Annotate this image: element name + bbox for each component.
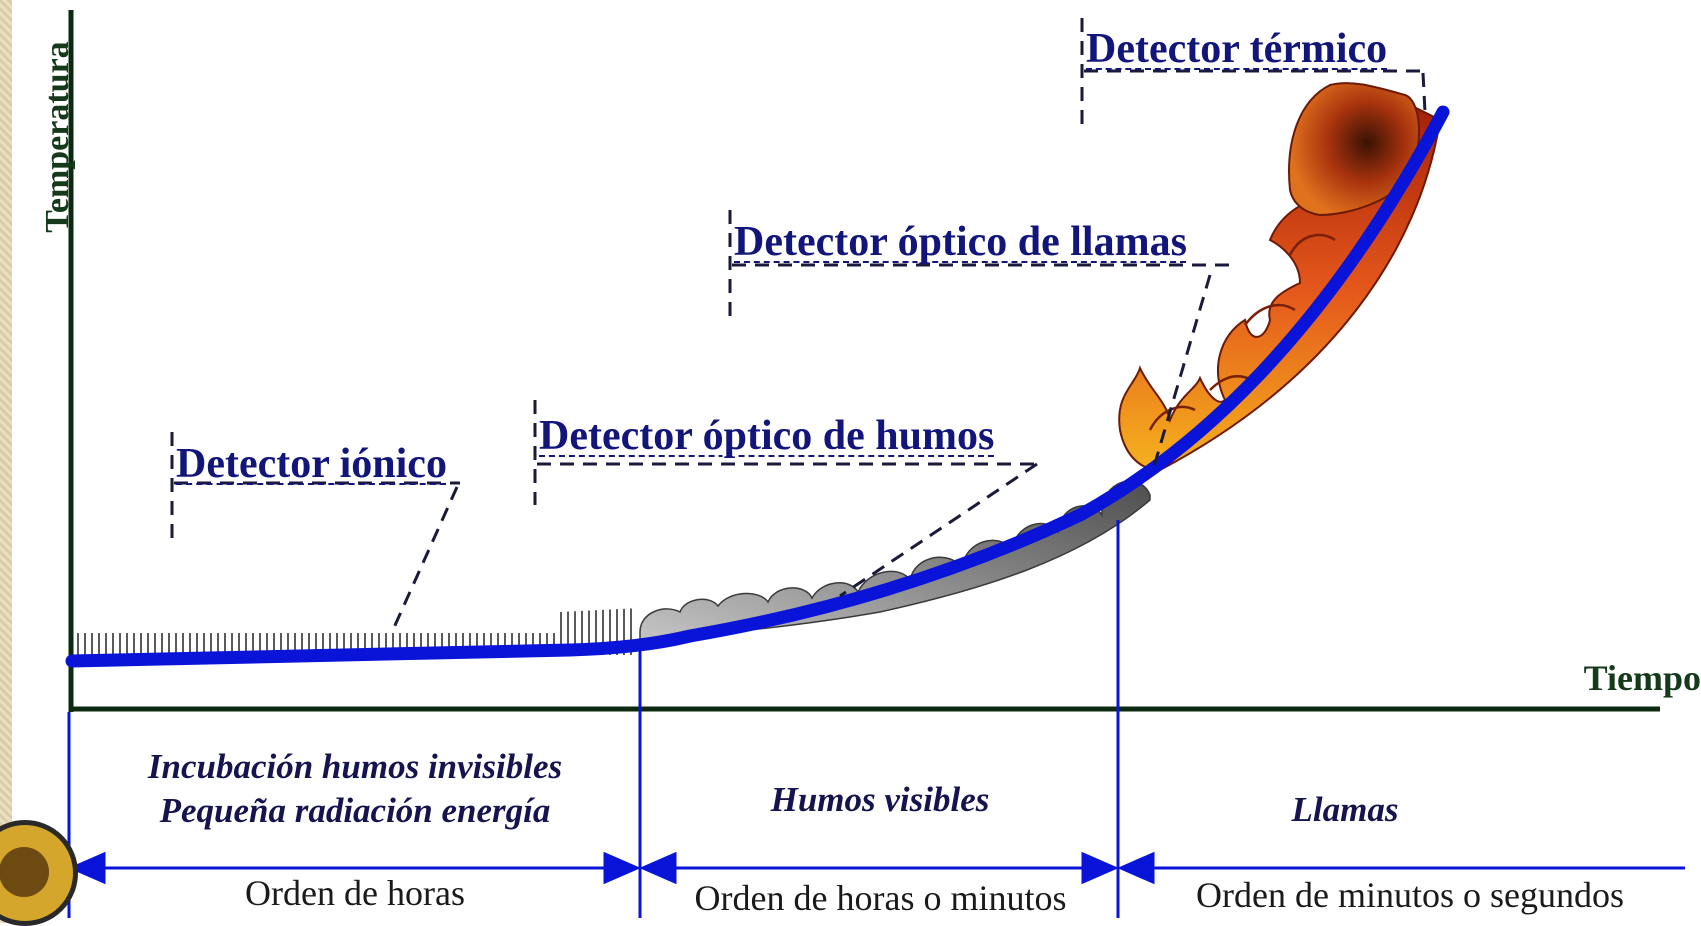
phase-incubation-line2: Pequeña radiación energía [159,791,551,830]
flames-illustration [1118,82,1442,472]
detector-optical-flame-label: Detector óptico de llamas [734,219,1187,265]
duration-arrows [68,851,1685,885]
x-axis-label: Tiempo [1583,658,1701,698]
temperature-curve [65,105,1450,668]
smoke-cloud [639,480,1151,641]
y-axis-label: Temperatura [39,41,76,233]
phase-flames-label: Llamas [1291,790,1399,829]
detector-optical-smoke-label: Detector óptico de humos [539,413,995,459]
detector-ionic-label: Detector iónico [176,441,447,487]
duration-minutes-seconds-label: Orden de minutos o segundos [1196,875,1624,915]
left-edge-decoration [0,0,12,923]
institution-emblem [0,820,78,926]
duration-hours-label: Orden de horas [245,873,465,913]
detector-thermal-label: Detector térmico [1086,26,1388,72]
phase-visible-smoke-label: Humos visibles [770,780,990,819]
phase-incubation-line1: Incubación humos invisibles [147,747,563,786]
duration-hours-minutes-label: Orden de horas o minutos [694,878,1067,918]
phase-incubation-label: Incubación humos invisibles Pequeña radi… [90,745,620,833]
detector-leaders [170,18,1427,633]
emblem-holder [0,0,12,923]
